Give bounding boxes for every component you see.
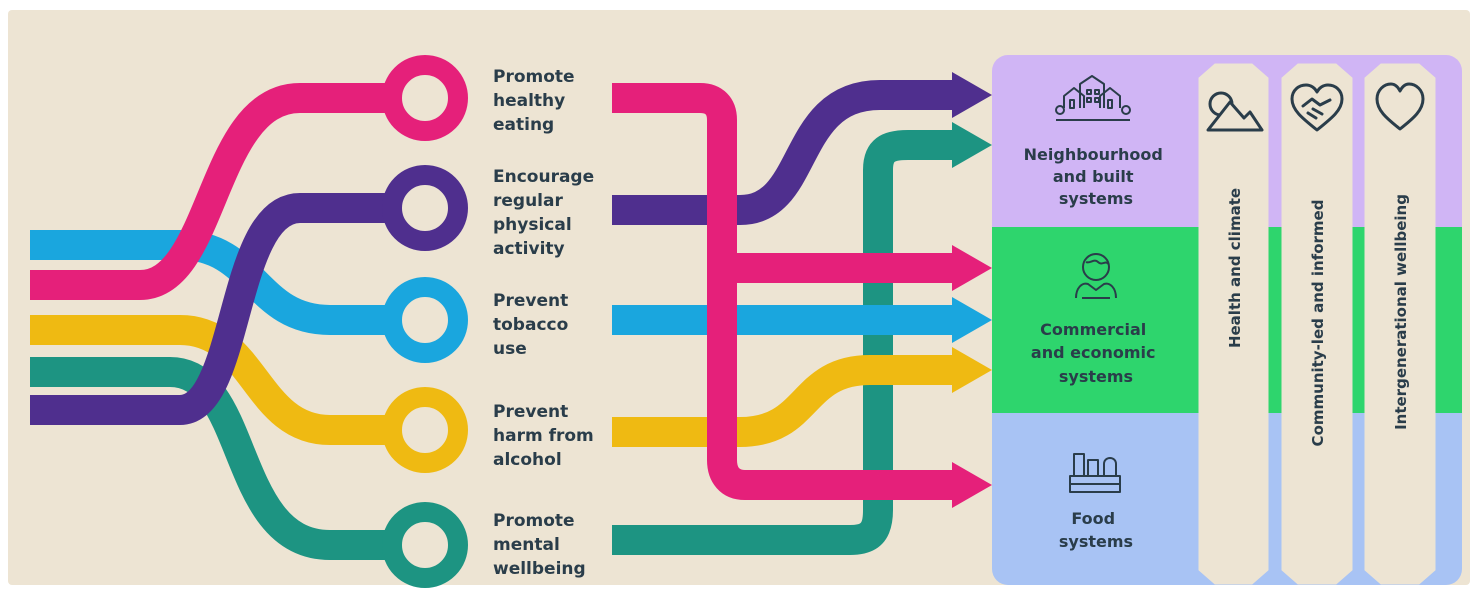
arrow-head-purple <box>952 72 992 118</box>
arrow-line-mental-to-neighbourhood <box>612 130 955 555</box>
goal-label-tobacco: Prevent tobacco use <box>493 291 574 359</box>
goal-label-mental-wellbeing: Promote mental wellbeing <box>493 511 586 579</box>
arrow-head-yellow <box>952 347 992 393</box>
goal-labels: Promote healthy eating Encourage regular… <box>493 67 600 579</box>
flow-line-eating <box>30 83 400 300</box>
mountain-sun-icon <box>1206 91 1264 132</box>
arrow-head-blue <box>952 297 992 343</box>
heart-icon <box>1375 82 1425 131</box>
ring-tobacco <box>382 277 468 363</box>
right-flow-lines <box>612 80 955 555</box>
ring-physical-activity <box>382 165 468 251</box>
flow-line-activity <box>30 193 400 425</box>
arrow-head-teal <box>952 122 992 168</box>
system-label-food: Food systems <box>1059 509 1133 551</box>
column-label-health-climate: Health and climate <box>1226 188 1244 348</box>
systems-panel: Health and climate Community-led and inf… <box>992 55 1462 585</box>
column-health-climate <box>1198 63 1269 585</box>
flow-line-mental <box>30 357 400 560</box>
houses-icon <box>1055 75 1131 121</box>
flow-line-alcohol <box>30 315 400 445</box>
goal-label-healthy-eating: Promote healthy eating <box>493 67 581 135</box>
column-community-led <box>1281 63 1353 585</box>
system-label-commercial: Commercial and economic systems <box>1031 320 1161 386</box>
ring-alcohol <box>382 387 468 473</box>
goal-rings <box>382 55 468 588</box>
globe-hands-icon <box>1075 253 1117 299</box>
ring-healthy-eating <box>382 55 468 141</box>
arrow-line-alcohol-to-commercial <box>612 355 955 447</box>
arrow-head-pink-commercial <box>952 245 992 291</box>
arrow-heads <box>952 72 992 508</box>
left-flow-lines <box>30 83 400 560</box>
column-label-community-led: Community-led and informed <box>1309 200 1327 447</box>
groceries-icon <box>1069 453 1121 493</box>
arrow-line-activity-to-neighbourhood <box>612 80 955 225</box>
column-label-intergenerational: Intergenerational wellbeing <box>1392 194 1410 430</box>
ring-mental-wellbeing <box>382 502 468 588</box>
goal-label-alcohol: Prevent harm from alcohol <box>493 402 600 470</box>
goal-label-physical-activity: Encourage regular physical activity <box>493 167 600 259</box>
handshake-heart-icon <box>1290 83 1344 132</box>
system-label-neighbourhood: Neighbourhood and built systems <box>1024 145 1169 208</box>
arrow-line-eating-to-food <box>612 83 955 500</box>
arrow-head-pink-food <box>952 462 992 508</box>
column-intergenerational <box>1364 63 1436 585</box>
